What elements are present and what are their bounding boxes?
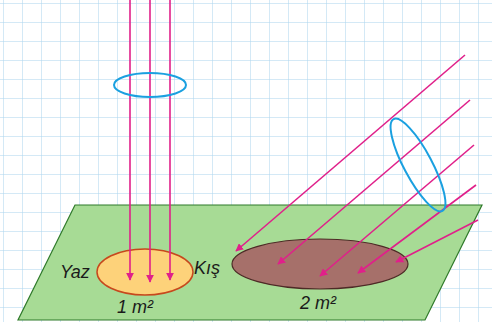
beam-section bbox=[114, 73, 186, 97]
ground-plane bbox=[18, 205, 482, 320]
winter-area bbox=[232, 239, 408, 289]
area-label: 2 m² bbox=[300, 293, 336, 313]
season-label: Yaz bbox=[60, 262, 90, 282]
winter-rays bbox=[236, 55, 478, 276]
beam-section bbox=[381, 113, 455, 218]
area-label: 1 m² bbox=[117, 297, 153, 317]
summer-rays bbox=[130, 0, 170, 282]
summer-area bbox=[97, 249, 193, 295]
season-label: Kış bbox=[194, 258, 220, 278]
